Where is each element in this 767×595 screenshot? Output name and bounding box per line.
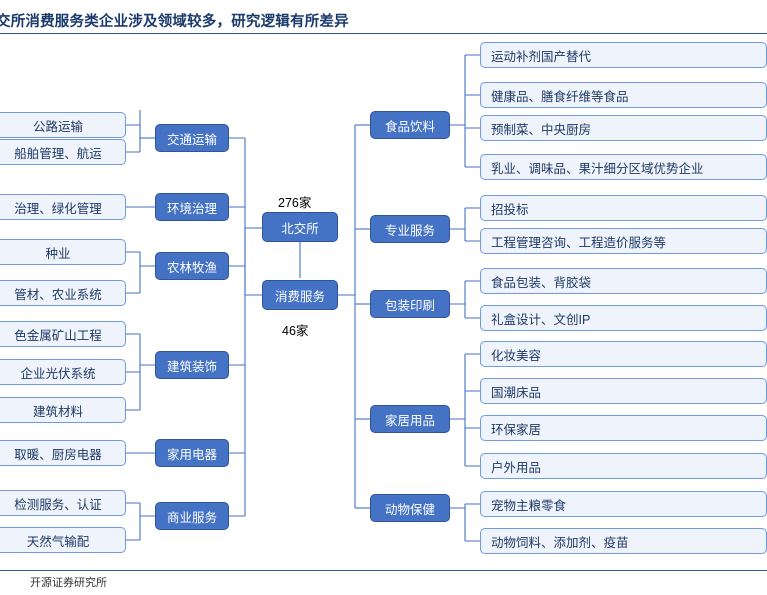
left-category-business-services[interactable]: 商业服务: [155, 502, 229, 530]
left-leaf-agriculture-1[interactable]: 种业: [0, 239, 126, 265]
right-leaf-home-3[interactable]: 环保家居: [480, 415, 767, 441]
left-leaf-construction-1[interactable]: 色金属矿山工程: [0, 321, 126, 347]
right-leaf-home-2[interactable]: 国潮床品: [480, 378, 767, 404]
left-leaf-business-2[interactable]: 天然气输配: [0, 527, 126, 553]
right-category-animal-health[interactable]: 动物保健: [370, 494, 450, 522]
right-category-professional-services[interactable]: 专业服务: [370, 215, 450, 243]
right-leaf-home-1[interactable]: 化妆美容: [480, 341, 767, 367]
right-leaf-professional-2[interactable]: 工程管理咨询、工程造价服务等: [480, 228, 767, 254]
root-count-bottom: 46家: [282, 324, 309, 338]
right-leaf-home-4[interactable]: 户外用品: [480, 453, 767, 479]
left-category-agriculture[interactable]: 农林牧渔: [155, 252, 229, 280]
left-category-transport[interactable]: 交通运输: [155, 124, 229, 152]
right-leaf-packaging-2[interactable]: 礼盒设计、文创IP: [480, 305, 767, 331]
left-leaf-transport-1[interactable]: 公路运输: [0, 112, 126, 138]
left-category-construction[interactable]: 建筑装饰: [155, 351, 229, 379]
right-category-home-goods[interactable]: 家居用品: [370, 405, 450, 433]
page-title: 交所消费服务类企业涉及领域较多，研究逻辑有所差异: [0, 14, 349, 30]
right-leaf-animal-2[interactable]: 动物饲料、添加剂、疫苗: [480, 528, 767, 554]
right-category-food-beverage[interactable]: 食品饮料: [370, 111, 450, 139]
root-count-top: 276家: [278, 196, 312, 210]
right-leaf-food-2[interactable]: 健康品、膳食纤维等食品: [480, 82, 767, 108]
branch-node-consumer-services[interactable]: 消费服务: [262, 280, 338, 310]
root-node-beijing-exchange[interactable]: 北交所: [262, 212, 338, 242]
left-leaf-transport-2[interactable]: 船舶管理、航运: [0, 139, 126, 165]
left-leaf-construction-3[interactable]: 建筑材料: [0, 397, 126, 423]
footer-divider: [0, 570, 767, 571]
right-category-packaging-printing[interactable]: 包装印刷: [370, 290, 450, 318]
title-divider: [0, 33, 767, 34]
right-leaf-packaging-1[interactable]: 食品包装、背胶袋: [480, 268, 767, 294]
left-leaf-agriculture-2[interactable]: 管材、农业系统: [0, 280, 126, 306]
right-leaf-food-4[interactable]: 乳业、调味品、果汁细分区域优势企业: [480, 154, 767, 180]
right-leaf-professional-1[interactable]: 招投标: [480, 195, 767, 221]
right-leaf-food-3[interactable]: 预制菜、中央厨房: [480, 115, 767, 141]
right-leaf-food-1[interactable]: 运动补剂国产替代: [480, 42, 767, 68]
left-category-appliances[interactable]: 家用电器: [155, 439, 229, 467]
left-leaf-appliances-1[interactable]: 取暖、厨房电器: [0, 440, 126, 466]
right-leaf-animal-1[interactable]: 宠物主粮零食: [480, 491, 767, 517]
left-leaf-business-1[interactable]: 检测服务、认证: [0, 490, 126, 516]
source-label: 开源证券研究所: [30, 577, 107, 589]
left-leaf-construction-2[interactable]: 企业光伏系统: [0, 359, 126, 385]
left-category-environment[interactable]: 环境治理: [155, 193, 229, 221]
left-leaf-environment-1[interactable]: 治理、绿化管理: [0, 194, 126, 220]
